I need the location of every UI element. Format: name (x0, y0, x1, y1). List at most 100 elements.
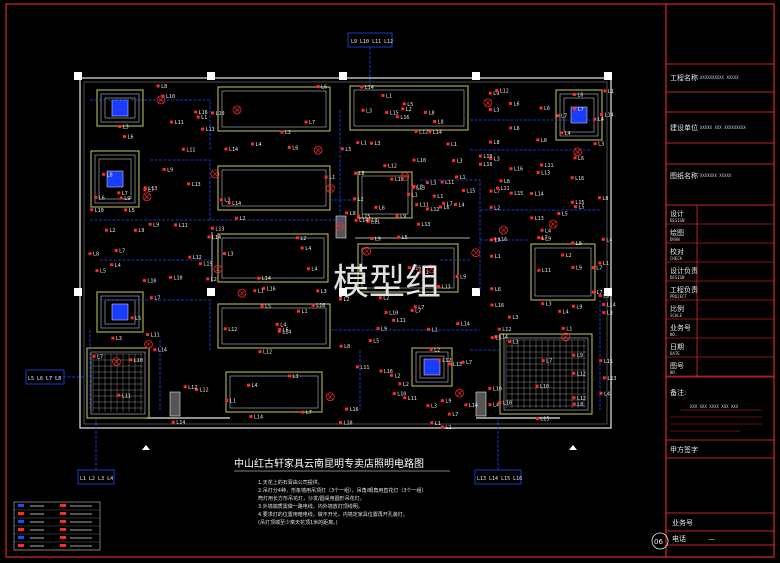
downlight-fixture: L4 (601, 237, 612, 243)
downlight-fixture: L2 (295, 236, 306, 242)
drawing-notes: 1.天花上的石膏由公司提供。2.吊灯分4种，形象墙用吊顶灯（3个一组），吊角/眼… (258, 479, 427, 526)
downlight-fixture: L9 (571, 265, 582, 271)
downlight-fixture: L16 (345, 407, 359, 413)
ceiling-box (349, 85, 469, 131)
downlight-fixture: L13 (416, 222, 430, 228)
svg-text:L8: L8 (93, 252, 99, 258)
svg-text:L7: L7 (452, 412, 458, 418)
ceiling-box (217, 233, 329, 283)
svg-text:L11: L11 (175, 120, 184, 126)
pendant-fixture (325, 392, 335, 402)
ceiling-box (357, 171, 413, 219)
downlight-fixture: L16 (509, 167, 523, 173)
svg-text:L1: L1 (302, 309, 308, 315)
downlight-fixture: L1 (324, 175, 335, 181)
downlight-fixture: L7 (447, 412, 458, 418)
downlight-fixture: L10 (129, 358, 143, 364)
svg-text:L2: L2 (434, 347, 440, 353)
watermark: 模型组 (333, 262, 441, 303)
ceiling-box (217, 86, 331, 132)
svg-text:L12: L12 (263, 350, 272, 356)
svg-text:L10: L10 (215, 111, 224, 117)
downlight-fixture: L1 (196, 115, 207, 121)
downlight-fixture: L4 (560, 131, 571, 137)
legend-swatch (60, 544, 66, 547)
downlight-fixture: L16 (570, 176, 584, 182)
svg-text:L10: L10 (395, 177, 404, 183)
svg-text:L9: L9 (576, 304, 582, 310)
svg-text:L3: L3 (494, 156, 500, 162)
svg-text:L3: L3 (224, 198, 230, 204)
svg-text:L7: L7 (596, 266, 602, 272)
downlight-fixture: L2 (401, 107, 412, 113)
project-name-value: XXXXXXXXXX XXXXX (700, 75, 739, 80)
svg-text:L1: L1 (329, 175, 335, 181)
downlight-fixture: L5 (124, 208, 135, 214)
svg-text:L1: L1 (451, 142, 457, 148)
downlight-fixture: L4 (246, 383, 258, 389)
downlight-fixture: L12 (425, 207, 439, 213)
downlight-fixture: L3 (508, 340, 519, 346)
downlight-fixture: L7 (556, 114, 567, 120)
svg-text:L5: L5 (135, 316, 141, 322)
wire-run (90, 99, 211, 150)
pendant-fixture (335, 221, 344, 231)
svg-text:L15: L15 (575, 200, 584, 206)
svg-text:L7: L7 (447, 201, 453, 207)
downlight-fixture: L12 (414, 129, 428, 135)
wiring-runs (45, 47, 601, 470)
svg-text:L16: L16 (400, 115, 409, 121)
svg-text:L13: L13 (206, 127, 215, 133)
svg-text:L11: L11 (545, 163, 554, 169)
downlight-fixture: L8 (102, 172, 113, 178)
svg-text:L15: L15 (390, 111, 399, 117)
pendant-fixture (499, 225, 508, 235)
svg-text:L8: L8 (602, 196, 608, 202)
svg-text:L2: L2 (285, 130, 291, 136)
remarks-label: 备注: (670, 388, 686, 397)
downlight-fixture: L9 (572, 353, 583, 359)
svg-text:L1: L1 (412, 192, 418, 198)
svg-text:L4: L4 (493, 403, 499, 409)
svg-text:L10: L10 (389, 310, 398, 316)
note-line: 筒灯用长方形吊花灯，沙发/圆桌用圆形吊花灯。 (258, 495, 365, 502)
downlight-fixture: L8 (489, 140, 500, 146)
svg-text:L11: L11 (445, 180, 454, 186)
downlight-fixture: L2 (398, 382, 409, 388)
svg-text:L3: L3 (227, 252, 233, 258)
svg-text:L14: L14 (535, 191, 544, 197)
svg-text:L12: L12 (419, 129, 428, 135)
svg-text:L6: L6 (495, 287, 501, 293)
tb-row-label: 设计 (670, 209, 684, 218)
downlight-fixture: L16 (490, 303, 504, 309)
downlight-fixture: L5 (130, 316, 141, 322)
downlight-fixture: L10 (488, 386, 502, 392)
downlight-fixture: L2 (353, 197, 364, 203)
plan-walls (74, 72, 612, 450)
downlight-fixture: L10 (498, 401, 512, 407)
svg-text:L14: L14 (433, 130, 442, 136)
svg-text:L2: L2 (403, 382, 409, 388)
downlight-fixture: L15 (385, 111, 399, 117)
svg-text:L3: L3 (417, 184, 423, 190)
downlight-fixture: L1 (381, 93, 392, 99)
svg-text:L4: L4 (305, 246, 311, 252)
downlight-fixture: L5 (340, 147, 351, 153)
downlight-fixture: L13 (602, 376, 616, 382)
downlight-fixture: L7 (143, 188, 154, 194)
downlight-fixture: L13 (437, 284, 451, 290)
svg-text:L11: L11 (408, 396, 417, 402)
svg-text:L5: L5 (407, 102, 413, 108)
svg-text:L14: L14 (461, 322, 470, 328)
downlight-fixture: L6 (490, 287, 501, 293)
svg-text:L3: L3 (512, 315, 518, 321)
pendant-fixture (400, 172, 410, 181)
downlight-fixture: L3 (426, 404, 437, 410)
downlight-fixture: L9 (440, 399, 451, 405)
downlight-fixture: L6 (509, 126, 520, 132)
phone-value: — (708, 535, 715, 543)
downlight-fixture: L1 (490, 254, 501, 260)
tb-row-label: 图号 (670, 362, 684, 370)
svg-text:L5: L5 (345, 147, 351, 153)
svg-text:L15: L15 (361, 214, 370, 220)
